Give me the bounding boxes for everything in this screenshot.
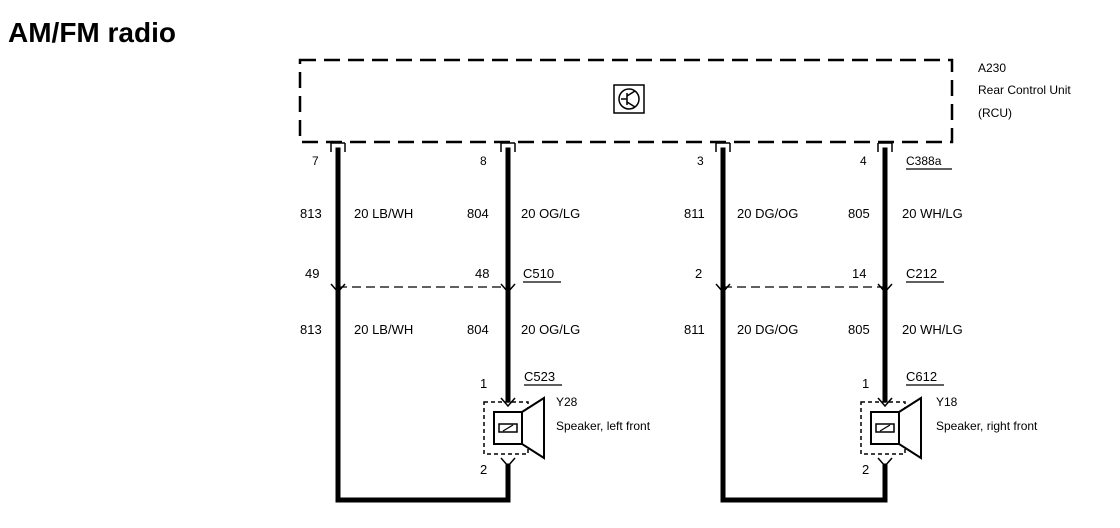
connector-c510: C510 bbox=[523, 266, 554, 281]
upper-circuit-811: 811 bbox=[684, 206, 705, 221]
upper-spec-811: 20 DG/OG bbox=[737, 206, 798, 221]
speaker-left-icon bbox=[483, 396, 545, 468]
upper-circuit-804: 804 bbox=[467, 206, 489, 221]
mid-pin-marks bbox=[330, 283, 893, 294]
upper-circuit-813: 813 bbox=[300, 206, 322, 221]
speaker-right-name: Speaker, right front bbox=[936, 419, 1038, 433]
rcu-id: A230 bbox=[978, 61, 1006, 75]
wire-813 bbox=[335, 147, 511, 503]
connector-c212: C212 bbox=[906, 266, 937, 281]
upper-circuit-805: 805 bbox=[848, 206, 870, 221]
wire-811 bbox=[720, 147, 888, 503]
pin-top-7: 7 bbox=[312, 154, 319, 168]
speaker-left-name: Speaker, left front bbox=[556, 419, 651, 433]
diagram-title: AM/FM radio bbox=[8, 17, 176, 48]
rcu-module-icon bbox=[613, 84, 645, 114]
lower-spec-811: 20 DG/OG bbox=[737, 322, 798, 337]
lower-circuit-804: 804 bbox=[467, 322, 489, 337]
speaker-left-id: Y28 bbox=[556, 395, 578, 409]
upper-spec-813: 20 LB/WH bbox=[354, 206, 413, 221]
upper-spec-804: 20 OG/LG bbox=[521, 206, 580, 221]
speaker-left-pin-2: 2 bbox=[480, 462, 487, 477]
connector-c388a: C388a bbox=[906, 154, 942, 168]
speaker-right-pin-1: 1 bbox=[862, 376, 869, 391]
pin-mid-14: 14 bbox=[852, 266, 866, 281]
pin-top-4: 4 bbox=[860, 154, 867, 168]
connector-c523: C523 bbox=[524, 369, 555, 384]
pin-top-8: 8 bbox=[480, 154, 487, 168]
upper-spec-805: 20 WH/LG bbox=[902, 206, 963, 221]
rcu-abbr: (RCU) bbox=[978, 106, 1012, 120]
pin-top-3: 3 bbox=[697, 154, 704, 168]
lower-circuit-813: 813 bbox=[300, 322, 322, 337]
lower-spec-813: 20 LB/WH bbox=[354, 322, 413, 337]
lower-spec-805: 20 WH/LG bbox=[902, 322, 963, 337]
pin-mid-2: 2 bbox=[695, 266, 702, 281]
speaker-right-pin-2: 2 bbox=[862, 462, 869, 477]
rcu-name: Rear Control Unit bbox=[978, 83, 1071, 97]
speaker-left-pin-1: 1 bbox=[480, 376, 487, 391]
pin-mid-49: 49 bbox=[305, 266, 319, 281]
speaker-right-icon bbox=[860, 396, 922, 468]
top-pin-stubs bbox=[330, 142, 893, 152]
connector-c612: C612 bbox=[906, 369, 937, 384]
lower-circuit-805: 805 bbox=[848, 322, 870, 337]
lower-circuit-811: 811 bbox=[684, 322, 705, 337]
rcu-module-box bbox=[298, 58, 954, 144]
speaker-right-id: Y18 bbox=[936, 395, 958, 409]
lower-spec-804: 20 OG/LG bbox=[521, 322, 580, 337]
pin-mid-48: 48 bbox=[475, 266, 489, 281]
